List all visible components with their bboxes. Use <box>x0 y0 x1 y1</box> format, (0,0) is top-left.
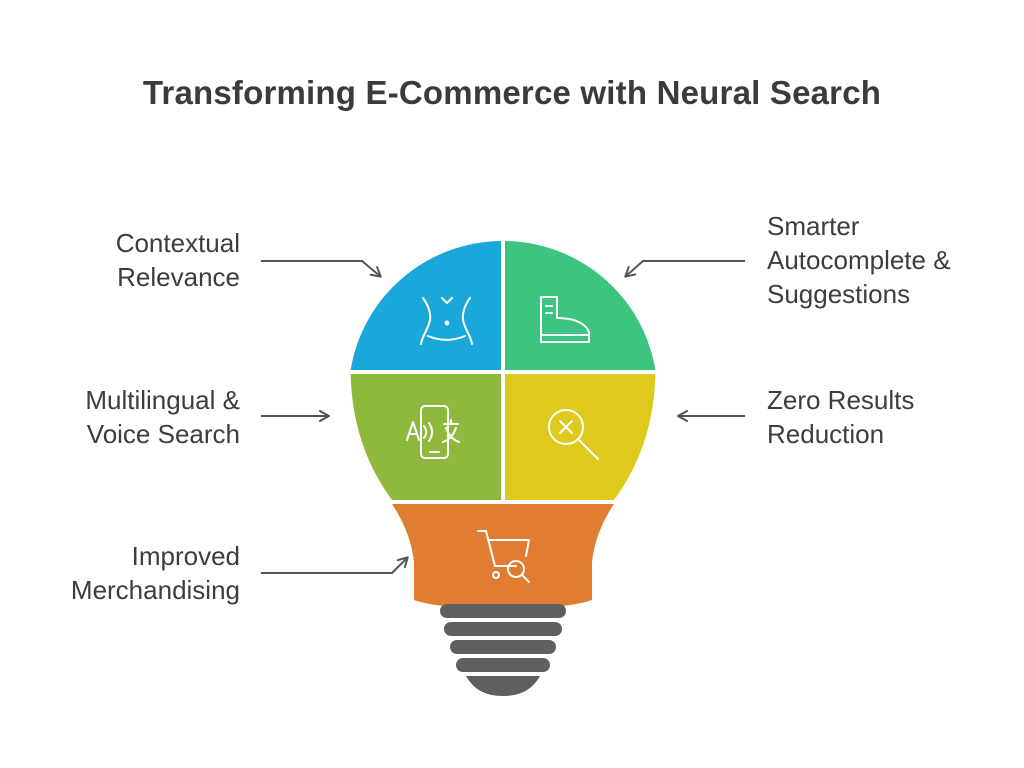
label-line: Improved <box>131 541 240 571</box>
arrow-improved-merchandising <box>261 556 409 574</box>
label-zero-results: Zero Results Reduction <box>767 383 1007 451</box>
segment-smarter-autocomplete <box>505 241 656 370</box>
label-line: Autocomplete & <box>767 245 951 275</box>
arrow-contextual-relevance <box>261 260 382 278</box>
base-tip <box>466 676 540 696</box>
segment-contextual-relevance <box>350 241 501 370</box>
base-thread <box>456 658 550 672</box>
label-line: Zero Results <box>767 385 915 415</box>
label-line: Multilingual & <box>85 385 240 415</box>
label-multilingual-voice: Multilingual & Voice Search <box>0 383 240 451</box>
diagram-title: Transforming E-Commerce with Neural Sear… <box>142 74 882 111</box>
base-thread <box>444 622 562 636</box>
phone-translate-icon <box>406 405 460 459</box>
waist-icon <box>420 297 473 345</box>
label-line: Merchandising <box>70 575 240 605</box>
arrow-smarter-autocomplete <box>624 260 745 278</box>
base-thread <box>440 604 566 618</box>
bulb-base <box>440 604 566 696</box>
label-improved-merchandising: Improved Merchandising <box>0 539 240 607</box>
label-line: Smarter <box>767 211 860 241</box>
label-contextual-relevance: Contextual Relevance <box>0 226 240 294</box>
label-line: Relevance <box>117 262 240 292</box>
label-smarter-autocomplete: Smarter Autocomplete & Suggestions <box>767 209 1007 311</box>
boot-icon <box>540 296 590 343</box>
label-line: Contextual <box>115 228 240 258</box>
base-thread <box>450 640 556 654</box>
label-line: Reduction <box>767 419 885 449</box>
search-x-icon <box>548 409 599 460</box>
cart-search-icon <box>477 530 530 583</box>
label-line: Voice Search <box>86 419 240 449</box>
segment-improved-merchandising <box>392 504 614 609</box>
label-line: Suggestions <box>767 279 911 309</box>
